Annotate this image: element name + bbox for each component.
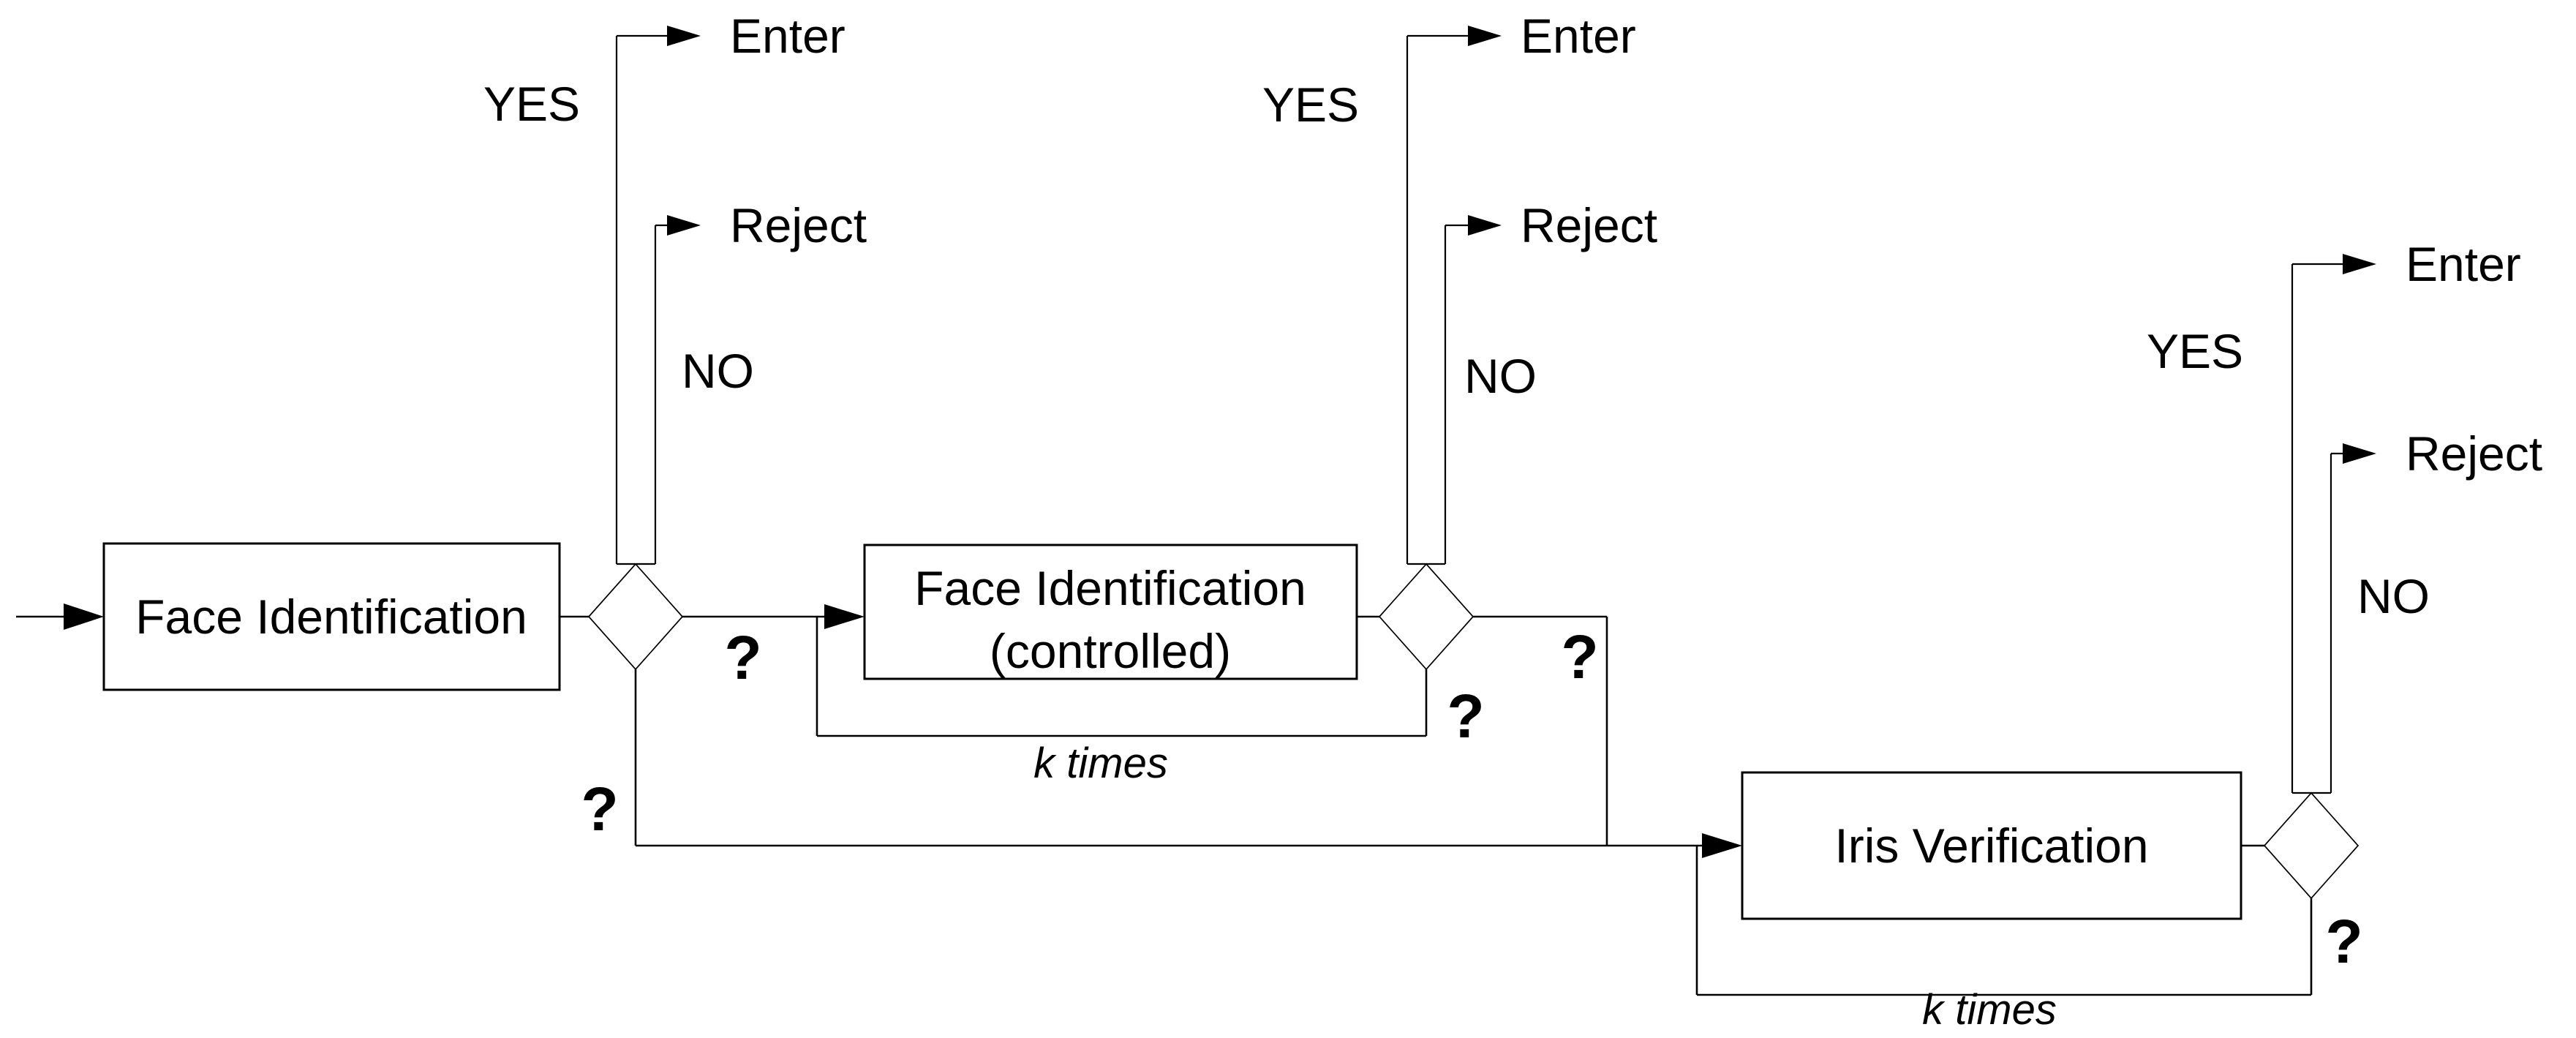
- process-box-iris-verification: [1741, 771, 2242, 920]
- entry-arrowhead: [64, 603, 104, 630]
- enter3-arrowhead: [2343, 254, 2376, 274]
- box2-label-line2: (controlled): [990, 624, 1231, 678]
- question-mark-3: ?: [1447, 682, 1484, 751]
- reject-label-2: Reject: [1521, 198, 1657, 252]
- box2-label-line1: Face Identification: [914, 561, 1306, 615]
- decision-diamond-2: [1378, 563, 1475, 671]
- yes-label-2: YES: [1262, 78, 1359, 132]
- k-times-label-1: k times: [1033, 740, 1168, 787]
- decision-diamond-1: [587, 563, 684, 671]
- enter2-arrowhead: [1468, 26, 1502, 46]
- question-mark-2: ?: [581, 775, 618, 843]
- question-mark-4: ?: [1561, 623, 1598, 691]
- no-label-2: NO: [1464, 349, 1537, 403]
- no-label-1: NO: [682, 344, 754, 398]
- reject2-arrowhead: [1468, 215, 1502, 236]
- enter-label-1: Enter: [730, 9, 846, 63]
- k-times-label-2: k times: [1922, 986, 2057, 1034]
- reject3-arrowhead: [2343, 443, 2376, 464]
- process-box-face-identification: [102, 542, 561, 691]
- reject1-arrowhead: [667, 215, 701, 236]
- no-label-3: NO: [2357, 569, 2430, 623]
- box1-label: Face Identification: [135, 590, 527, 644]
- process-box-face-identification-controlled: [863, 544, 1358, 680]
- box3-entry-arrowhead: [1702, 833, 1742, 858]
- yes-label-3: YES: [2147, 324, 2243, 378]
- question-mark-1: ?: [724, 623, 761, 692]
- box3-label: Iris Verification: [1834, 819, 2148, 873]
- yes-label-1: YES: [483, 77, 580, 131]
- reject-label-1: Reject: [730, 198, 867, 252]
- reject-label-3: Reject: [2406, 426, 2542, 481]
- box2-entry-arrowhead: [824, 604, 865, 629]
- enter-label-2: Enter: [1521, 9, 1636, 63]
- question-mark-5: ?: [2325, 907, 2362, 976]
- decision-diamond-3: [2263, 791, 2360, 900]
- enter1-arrowhead: [667, 26, 701, 46]
- enter-label-3: Enter: [2406, 237, 2521, 291]
